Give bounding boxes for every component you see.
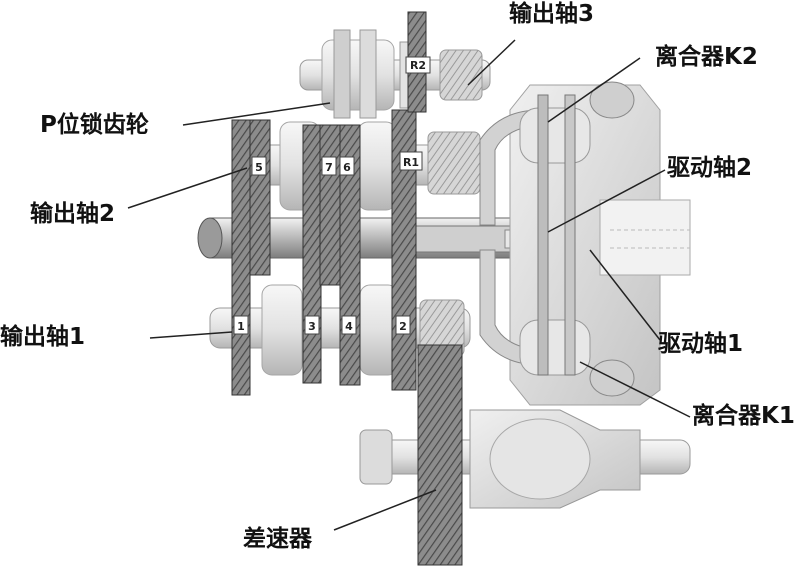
gear-tag-2: 2 [396, 316, 410, 334]
gear-tag-6-text: 6 [343, 161, 351, 174]
output-shaft-3-assembly [300, 30, 490, 118]
gear-tag-6: 6 [340, 157, 354, 175]
label-clutch-k2: 离合器K2 [655, 46, 758, 69]
gear-tag-3-text: 3 [308, 320, 316, 333]
label-drive-shaft-2: 驱动轴2 [667, 157, 752, 180]
gear-tag-1-text: 1 [237, 320, 245, 333]
leader-output-shaft-2 [128, 168, 247, 208]
gear-tag-4-text: 4 [345, 320, 353, 333]
gear-tag-7: 7 [322, 157, 336, 175]
gear-tag-1: 1 [234, 316, 248, 334]
label-output-shaft-2: 输出轴2 [30, 203, 115, 226]
gear-tag-5: 5 [252, 157, 266, 175]
gear-tag-r2-text: R2 [410, 59, 426, 72]
output-shaft-2-assembly [240, 122, 485, 210]
label-drive-shaft-1: 驱动轴1 [658, 333, 743, 356]
label-output-shaft-1: 输出轴1 [0, 326, 85, 349]
label-output-shaft-3: 输出轴3 [509, 3, 594, 26]
gear-tag-5-text: 5 [255, 161, 263, 174]
gear-tag-2-text: 2 [399, 320, 407, 333]
label-clutch-k1: 离合器K1 [692, 405, 795, 428]
label-differential: 差速器 [243, 528, 312, 551]
gear-tag-r1: R1 [400, 152, 422, 170]
gear-tag-3: 3 [305, 316, 319, 334]
gear-tag-4: 4 [342, 316, 356, 334]
label-p-lock-gear: P位锁齿轮 [40, 114, 149, 137]
gear-tag-r1-text: R1 [403, 156, 419, 169]
gear-tag-7-text: 7 [325, 161, 333, 174]
gear-tag-r2: R2 [406, 57, 430, 73]
